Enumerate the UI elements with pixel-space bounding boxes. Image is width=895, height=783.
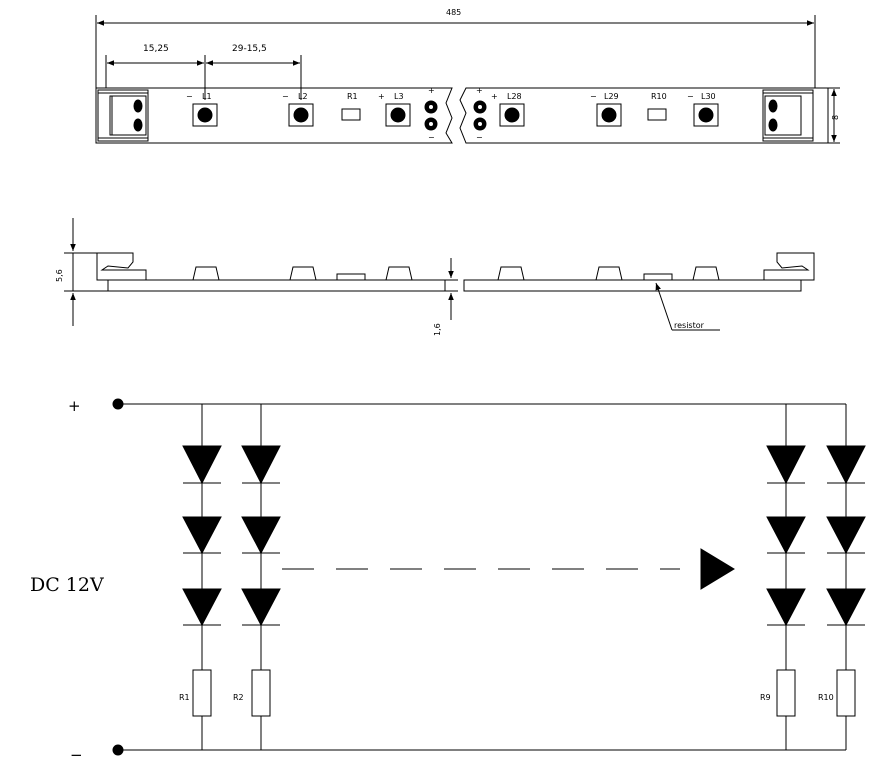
branch-1 xyxy=(182,404,222,750)
l3-plus: + xyxy=(378,92,385,101)
resistor-profile-left xyxy=(336,273,366,281)
resistor-r1-label: R1 xyxy=(179,693,190,702)
left-connector xyxy=(97,89,149,142)
side-height-label: 5,6 xyxy=(55,269,64,282)
right-connector xyxy=(762,89,814,142)
right-connector-profile xyxy=(763,252,815,281)
led-l2 xyxy=(288,103,314,127)
resistor-r10-label: R10 xyxy=(818,693,834,702)
led-l29 xyxy=(596,103,622,127)
resistor-r1-pad xyxy=(341,108,361,121)
led-l3 xyxy=(385,103,411,127)
l30-label: L30 xyxy=(701,92,716,101)
l29-minus: − xyxy=(590,92,597,101)
led-profiles-left xyxy=(192,266,413,281)
pad-right-plus: + xyxy=(476,86,483,95)
solder-pads-right xyxy=(473,100,487,131)
positive-terminal xyxy=(112,398,124,410)
led-l28 xyxy=(499,103,525,127)
continuation-arrow xyxy=(700,548,735,590)
resistor-leader xyxy=(655,282,673,331)
resistor-r9-label: R9 xyxy=(760,693,771,702)
resistor-profile-right xyxy=(643,273,673,281)
height-label: 8 xyxy=(831,115,840,120)
resistor-r10-pad xyxy=(647,108,667,121)
l1-label: L1 xyxy=(202,92,212,101)
strip-top-right xyxy=(459,87,829,144)
r10-label: R10 xyxy=(651,92,667,101)
supply-label: DC 12V xyxy=(30,574,104,596)
led-l1 xyxy=(192,103,218,127)
branch-10 xyxy=(826,404,866,750)
top-view xyxy=(95,15,840,144)
pad-left-plus: + xyxy=(428,86,435,95)
l30-minus: − xyxy=(687,92,694,101)
pad-right-minus: − xyxy=(476,133,483,142)
pcb-left xyxy=(107,279,446,292)
strip-top-left xyxy=(95,87,453,144)
led-l30 xyxy=(693,103,719,127)
led-profiles-right xyxy=(497,266,720,281)
side-view xyxy=(64,218,815,331)
branch-9 xyxy=(766,404,806,750)
resistor-r2-label: R2 xyxy=(233,693,244,702)
solder-pads-left xyxy=(424,100,438,131)
schematic-minus: − xyxy=(70,746,83,764)
negative-terminal xyxy=(112,744,124,756)
total-length-label: 485 xyxy=(446,8,461,17)
left-connector-profile xyxy=(96,252,147,281)
first-pitch-label: 15,25 xyxy=(143,44,169,54)
l1-minus: − xyxy=(186,92,193,101)
l3-label: L3 xyxy=(394,92,404,101)
branch-2 xyxy=(241,404,281,750)
schematic xyxy=(112,398,866,756)
r1-label: R1 xyxy=(347,92,358,101)
second-pitch-label: 29-15,5 xyxy=(232,44,267,54)
l28-label: L28 xyxy=(507,92,522,101)
l2-label: L2 xyxy=(298,92,308,101)
l28-plus: + xyxy=(491,92,498,101)
l29-label: L29 xyxy=(604,92,619,101)
schematic-plus: + xyxy=(68,397,81,415)
l2-minus: − xyxy=(282,92,289,101)
pcb-right xyxy=(463,279,802,292)
pcb-thickness-label: 1,6 xyxy=(433,323,442,336)
pad-left-minus: − xyxy=(428,133,435,142)
resistor-callout: resistor xyxy=(674,321,705,330)
